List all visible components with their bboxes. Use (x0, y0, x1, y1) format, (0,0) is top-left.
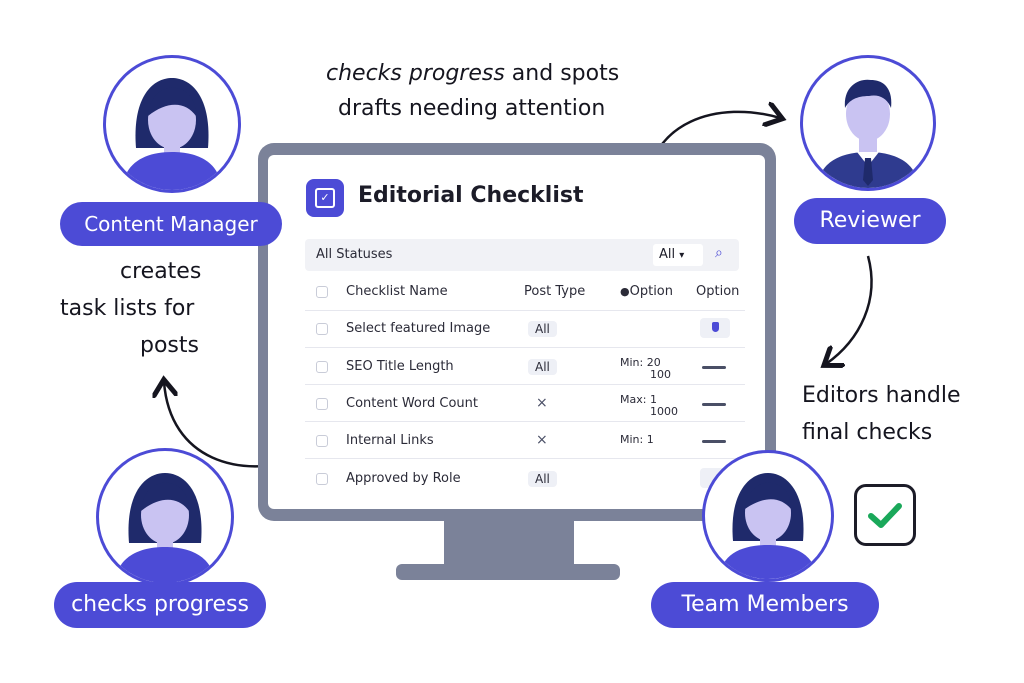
monitor-stand (444, 521, 574, 567)
row-post-type: All (528, 471, 557, 487)
row-name: Content Word Count (346, 396, 478, 411)
chevron-down-icon: ▾ (679, 250, 685, 261)
woman-avatar-icon (719, 473, 817, 579)
row-name: SEO Title Length (346, 359, 454, 374)
team-members-avatar (702, 450, 834, 582)
col-option-role: ●Option (620, 284, 673, 299)
arrow-to-editors (826, 255, 873, 364)
reviewer-badge: Reviewer (794, 198, 946, 244)
filter-bar: All Statuses All ▾ ⌕ (305, 239, 739, 271)
monitor-screen: ✓ Editorial Checklist All Statuses All ▾… (268, 155, 765, 509)
woman-avatar-icon (122, 78, 222, 190)
note-top-line1: checks progress and spots (326, 61, 620, 86)
note-left-line2: task lists for (60, 296, 195, 321)
woman-avatar-icon (115, 473, 215, 583)
row-dash-control[interactable] (702, 366, 726, 369)
row-name: Internal Links (346, 433, 434, 448)
row-post-type: All (528, 321, 557, 337)
content-manager-badge: Content Manager (60, 202, 282, 246)
row-post-type: × (536, 432, 548, 448)
content-manager-avatar (103, 55, 241, 193)
note-right-line1: Editors handle (802, 383, 961, 408)
status-filter[interactable]: All Statuses (316, 247, 393, 262)
col-option: Option (696, 284, 740, 299)
row-checkbox[interactable] (316, 323, 328, 335)
divider (305, 458, 745, 459)
approved-check-icon (854, 484, 916, 546)
row-name: Select featured Image (346, 321, 491, 336)
divider (305, 421, 745, 422)
row-checkbox[interactable] (316, 473, 328, 485)
user-icon: ● (620, 285, 630, 298)
note-left-line1: creates (120, 259, 202, 284)
row-checkbox[interactable] (316, 398, 328, 410)
row-toggle[interactable] (700, 318, 730, 338)
col-checklist-name: Checklist Name (346, 284, 448, 299)
checklist-app-icon: ✓ (306, 179, 344, 217)
divider (305, 347, 745, 348)
row-option-value: Min: 1 (620, 433, 654, 446)
row-name: Approved by Role (346, 471, 461, 486)
row-checkbox[interactable] (316, 435, 328, 447)
search-icon[interactable]: ⌕ (715, 245, 723, 261)
divider (305, 310, 745, 311)
app-title: Editorial Checklist (358, 183, 584, 208)
note-right-line2: final checks (802, 420, 933, 445)
row-dash-control[interactable] (702, 440, 726, 443)
row-post-type: All (528, 359, 557, 375)
toggle-icon (712, 322, 719, 332)
row-post-type: × (536, 395, 548, 411)
team-members-badge: Team Members (651, 582, 879, 628)
monitor-base (396, 564, 620, 580)
checks-progress-badge: checks progress (54, 582, 266, 628)
select-all-checkbox[interactable] (316, 286, 328, 298)
type-select-value: All (659, 247, 676, 262)
reviewer-avatar (800, 55, 936, 191)
col-post-type: Post Type (524, 284, 586, 299)
note-top-line2: drafts needing attention (338, 96, 606, 121)
note-left-line3: posts (140, 333, 199, 358)
row-dash-control[interactable] (702, 403, 726, 406)
man-avatar-icon (817, 79, 919, 188)
type-select[interactable]: All ▾ (653, 244, 703, 266)
checks-progress-avatar (96, 448, 234, 586)
divider (305, 384, 745, 385)
row-checkbox[interactable] (316, 361, 328, 373)
